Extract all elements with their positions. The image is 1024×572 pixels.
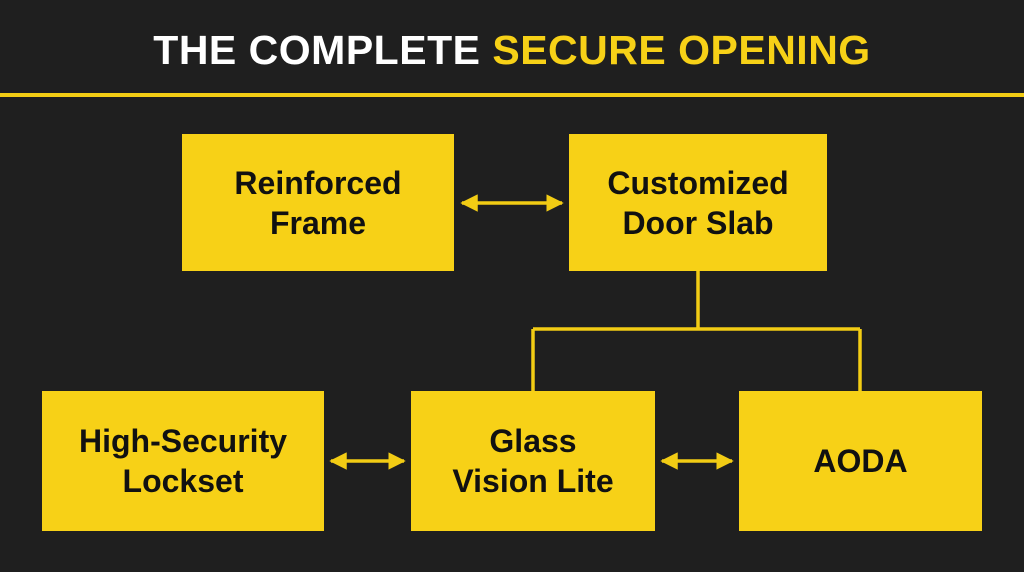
diagram-title: THE COMPLETE SECURE OPENING xyxy=(0,22,1024,78)
node-customized-door-slab: Customized Door Slab xyxy=(569,134,827,271)
title-divider xyxy=(0,93,1024,97)
node-aoda: AODA xyxy=(739,391,982,531)
node-high-security-lockset: High-Security Lockset xyxy=(42,391,324,531)
node-reinforced-frame: Reinforced Frame xyxy=(182,134,454,271)
title-part-white: THE COMPLETE xyxy=(153,27,493,73)
tree-slab-to-glass-aoda xyxy=(531,271,862,391)
node-glass-vision-lite: Glass Vision Lite xyxy=(411,391,655,531)
title-part-yellow: SECURE OPENING xyxy=(492,27,871,73)
